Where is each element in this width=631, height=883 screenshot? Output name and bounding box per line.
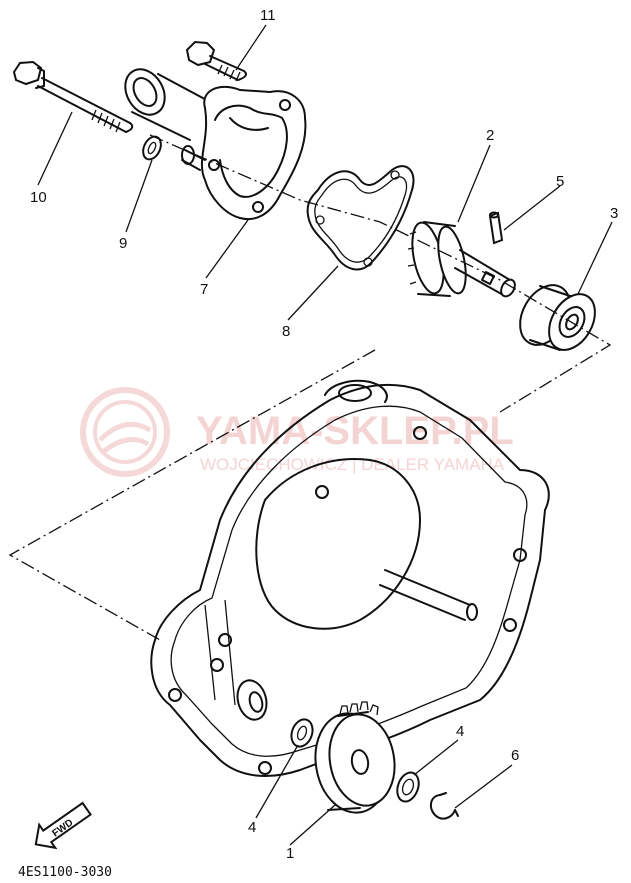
part-2-impeller-shaft [407, 221, 516, 298]
part-9-washer [142, 135, 162, 161]
callout-1: 1 [286, 845, 294, 862]
part-1-gear [314, 701, 396, 814]
crankcase-cover [150, 379, 550, 777]
callout-11: 11 [260, 7, 276, 24]
callout-2: 2 [486, 127, 494, 144]
part-6-circlip [429, 792, 459, 820]
part-10-long-bolt [12, 60, 134, 133]
callout-6: 6 [511, 747, 519, 764]
part-4-washer-right [396, 771, 420, 803]
callout-3: 3 [610, 205, 618, 222]
callout-5: 5 [556, 173, 564, 190]
assembly-centerline-upper [149, 134, 612, 413]
watermark-tagline: WOJCIECHOWICZ | DEALER YAMAHA [200, 455, 505, 474]
watermark-logo [80, 387, 170, 477]
part-3-bearing [519, 284, 596, 351]
leader-lines [37, 24, 613, 846]
fwd-arrow-icon: FWD [34, 801, 92, 850]
part-8-gasket [306, 165, 415, 271]
callout-9: 9 [119, 235, 127, 252]
callout-4-right: 4 [456, 723, 464, 740]
assembly-centerline-lower [8, 349, 376, 641]
watermark: YAMA-SKLEP.PL WOJCIECHOWICZ | DEALER YAM… [80, 387, 514, 477]
diagram-code: 4ES1100-3030 [18, 865, 112, 880]
callout-8: 8 [282, 323, 290, 340]
callout-4-left: 4 [248, 819, 256, 836]
part-5-pin [488, 211, 504, 245]
part-11-short-bolt [185, 40, 247, 82]
part-4-washer-left [290, 718, 314, 748]
callout-10: 10 [30, 189, 47, 206]
callout-7: 7 [200, 281, 208, 298]
watermark-brand: YAMA-SKLEP.PL [196, 409, 514, 453]
part-7-pump-housing [124, 68, 307, 220]
